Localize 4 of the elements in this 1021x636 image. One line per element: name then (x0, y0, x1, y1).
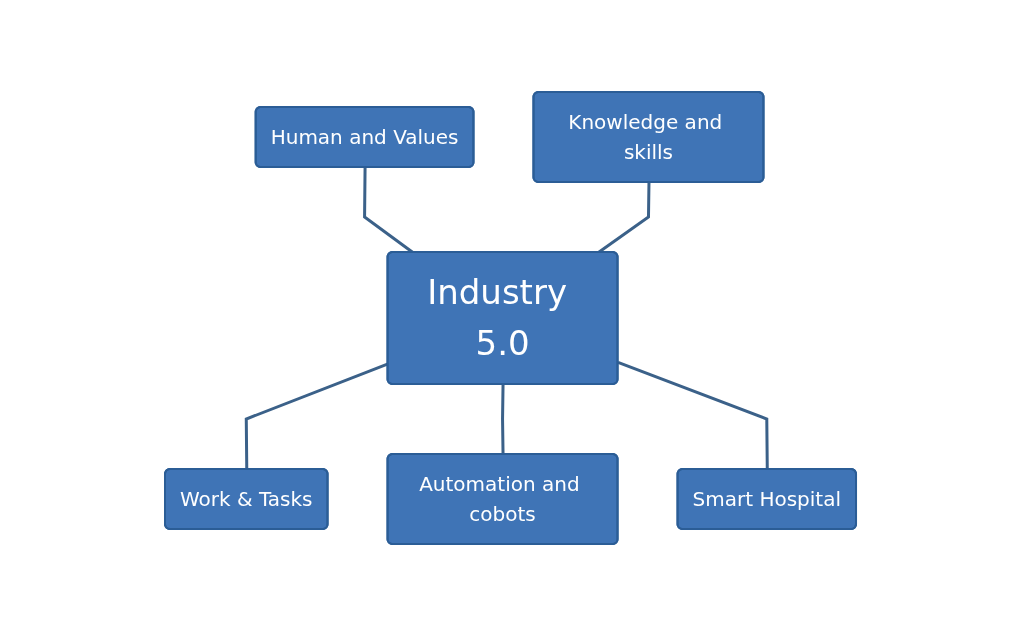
connector (597, 182, 651, 254)
connector (501, 384, 505, 455)
connector (617, 361, 769, 470)
connector (363, 167, 414, 254)
